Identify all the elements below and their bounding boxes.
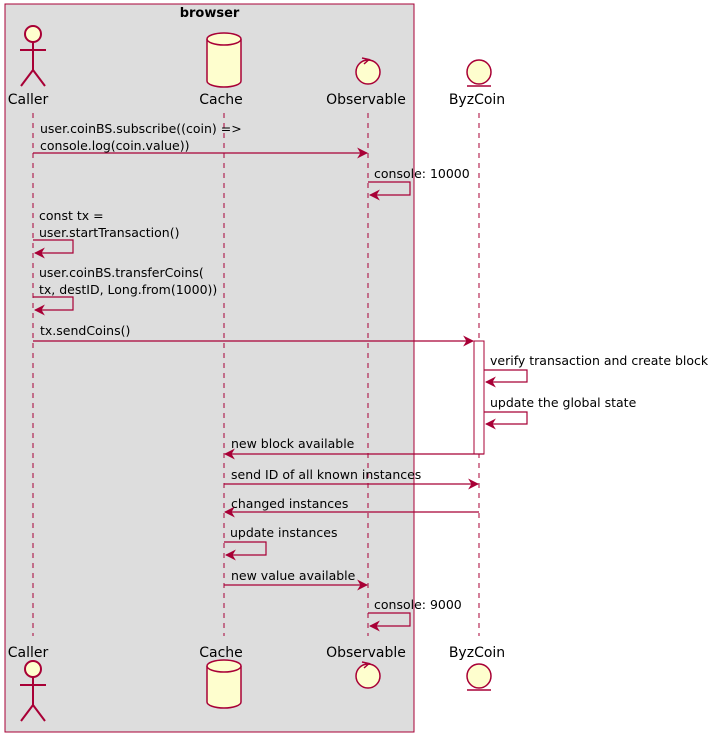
messages: user.coinBS.subscribe((coin) => console.l… xyxy=(33,121,709,632)
participant-byzcoin-top: ByzCoin xyxy=(449,59,505,108)
message-label: update the global state xyxy=(490,395,637,410)
actor-icon xyxy=(20,25,46,87)
participant-label: Caller xyxy=(8,92,49,108)
participant-caller-bottom: Caller xyxy=(8,645,49,722)
message-label: user.startTransaction() xyxy=(39,225,179,240)
self-message-arrow xyxy=(33,296,74,316)
byzcoin-activation-bar xyxy=(473,340,485,455)
message-5: tx.sendCoins() xyxy=(33,323,475,347)
message-label: update instances xyxy=(230,525,337,540)
message-13: console: 9000 xyxy=(368,597,462,632)
participant-label: Observable xyxy=(326,92,406,108)
self-message-arrow xyxy=(33,239,74,259)
message-label: new block available xyxy=(231,436,355,451)
message-12: new value available xyxy=(224,568,369,591)
participant-label: Caller xyxy=(8,645,49,661)
participant-label: Observable xyxy=(326,645,406,661)
participant-label: ByzCoin xyxy=(449,645,505,661)
database-icon xyxy=(206,32,242,88)
browser-box xyxy=(4,3,415,733)
self-message-arrow xyxy=(484,369,528,388)
browser-box-title: browser xyxy=(180,6,240,21)
message-label: console: 9000 xyxy=(374,597,462,612)
message-label: new value available xyxy=(231,568,356,583)
message-2: console: 10000 xyxy=(368,166,470,201)
participant-label: Cache xyxy=(199,645,243,661)
control-icon xyxy=(355,57,381,85)
message-6: verify transaction and create block xyxy=(484,353,709,388)
self-message-arrow xyxy=(368,612,411,632)
message-label: console: 10000 xyxy=(374,166,470,181)
participant-caller-top: Caller xyxy=(8,25,49,108)
message-label: send ID of all known instances xyxy=(231,467,421,482)
participant-observable-bottom: Observable xyxy=(326,645,406,689)
message-label: tx, destID, Long.from(1000)) xyxy=(39,282,217,297)
database-icon xyxy=(206,659,242,709)
self-message-arrow xyxy=(484,411,528,430)
message-1: user.coinBS.subscribe((coin) => console.l… xyxy=(33,121,369,159)
message-8: new block available xyxy=(223,436,484,460)
message-label: tx.sendCoins() xyxy=(40,323,130,338)
message-9: send ID of all known instances xyxy=(224,467,480,490)
self-message-arrow xyxy=(368,181,411,201)
message-3: const tx = user.startTransaction() xyxy=(33,208,179,259)
message-7: update the global state xyxy=(484,395,637,430)
entity-icon xyxy=(466,663,492,691)
entity-icon xyxy=(466,59,492,87)
message-11: update instances xyxy=(224,525,337,561)
participant-observable-top: Observable xyxy=(326,57,406,108)
participant-byzcoin-bottom: ByzCoin xyxy=(449,645,505,691)
message-label: console.log(coin.value)) xyxy=(40,138,189,153)
message-4: user.coinBS.transferCoins( tx, destID, Lo… xyxy=(33,265,217,316)
message-label: user.coinBS.transferCoins( xyxy=(39,265,204,280)
message-label: user.coinBS.subscribe((coin) => xyxy=(40,121,242,136)
message-label: const tx = xyxy=(39,208,104,223)
control-icon xyxy=(355,661,381,689)
participant-label: Cache xyxy=(199,92,243,108)
self-message-arrow xyxy=(224,541,267,561)
message-label: changed instances xyxy=(231,496,348,511)
actor-icon xyxy=(20,660,46,722)
participant-cache-bottom: Cache xyxy=(199,645,243,709)
message-label: verify transaction and create block xyxy=(490,353,709,368)
participant-label: ByzCoin xyxy=(449,92,505,108)
participant-cache-top: Cache xyxy=(199,32,243,108)
message-10: changed instances xyxy=(223,496,479,518)
